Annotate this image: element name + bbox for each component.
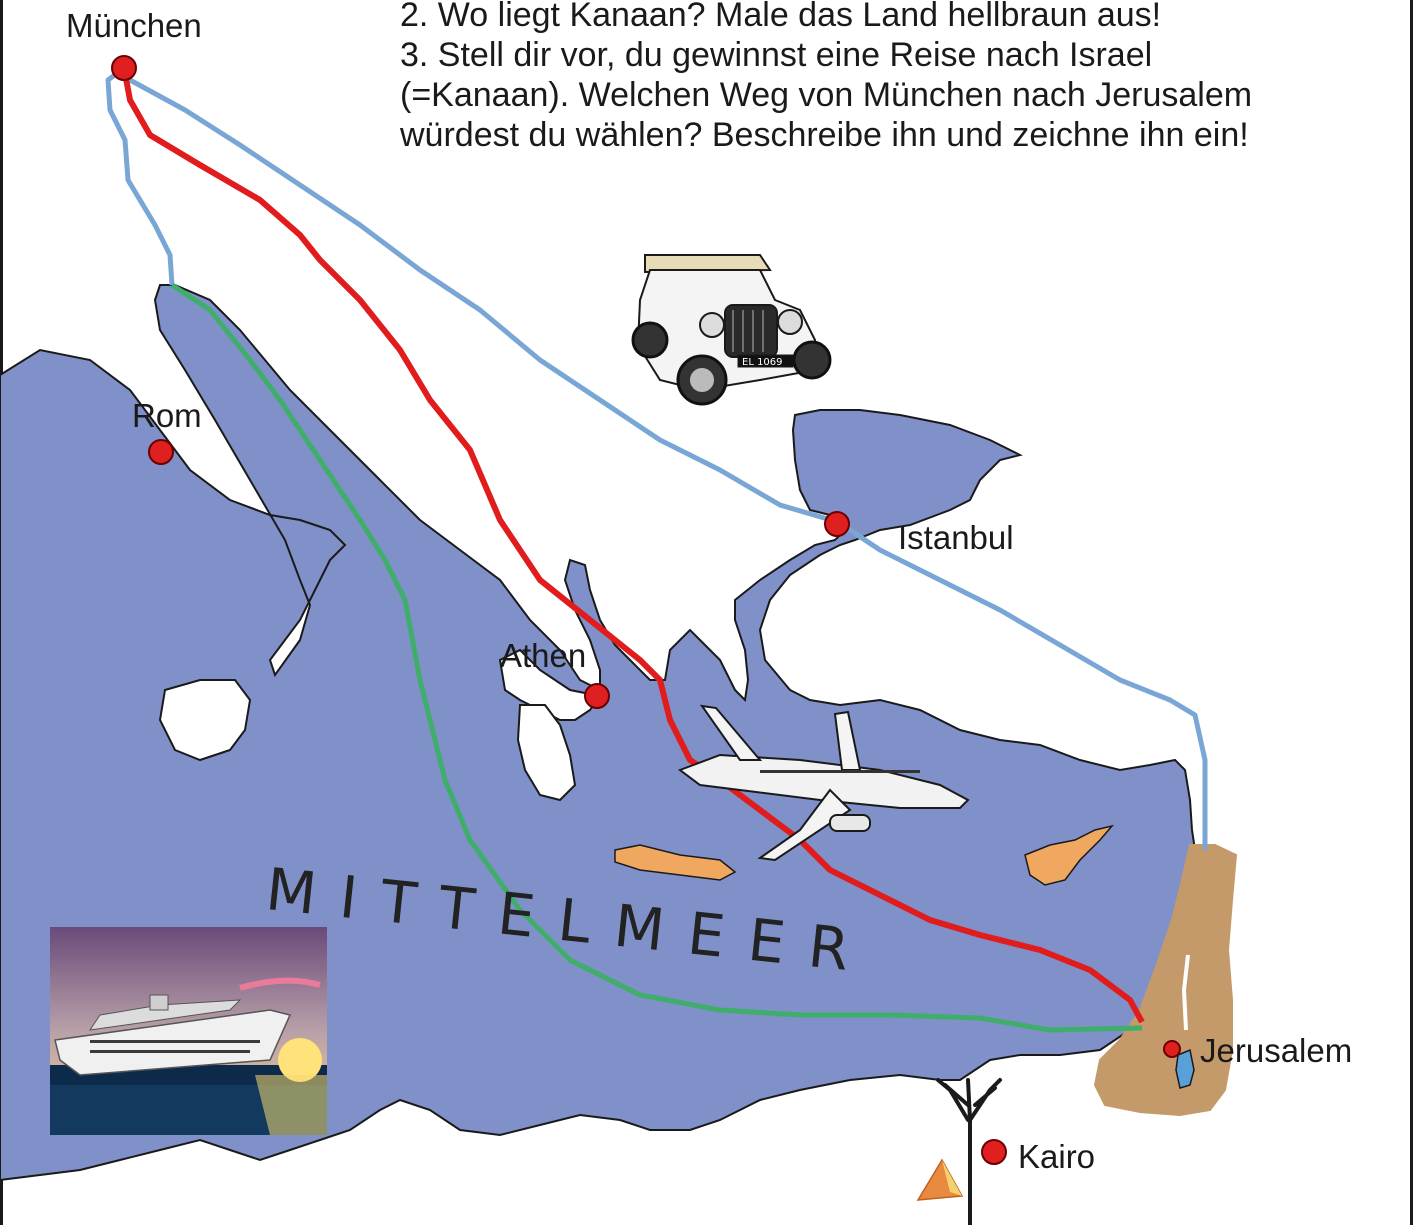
route-air-red: [121, 67, 1145, 1024]
city-label-muenchen: München: [66, 7, 202, 44]
task-text: 2. Wo liegt Kanaan? Male das Land hellbr…: [400, 0, 1252, 155]
pyramid-icon: [916, 1158, 964, 1201]
task-line-3c: würdest du wählen? Beschreibe ihn und ze…: [400, 116, 1249, 154]
jordan-river: [1181, 954, 1190, 1031]
car-plate-text: EL 1069: [742, 357, 783, 368]
airplane-icon: [677, 704, 970, 862]
city-label-athen: Athen: [500, 637, 587, 674]
vintage-car-icon: [631, 254, 832, 406]
city-dot-muenchen: [111, 55, 137, 81]
dead-sea: [1175, 1048, 1195, 1089]
cruise-ship-icon: [50, 927, 327, 1135]
route-road-blue-east: [128, 77, 1208, 850]
city-dot-rom: [148, 439, 174, 465]
city-label-kairo: Kairo: [1018, 1138, 1096, 1175]
city-dot-athen: [584, 683, 610, 709]
route-sea-green: [170, 282, 1143, 1033]
city-dot-jerusalem: [1163, 1040, 1181, 1058]
task-line-3b: (=Kanaan). Welchen Weg von München nach …: [400, 76, 1253, 114]
pyramid-shade: [942, 1160, 962, 1196]
city-dot-istanbul: [824, 511, 850, 537]
city-dot-kairo: [981, 1139, 1007, 1165]
crete-island: [614, 844, 737, 881]
city-label-rom: Rom: [132, 397, 202, 434]
peloponnese-peninsula: [516, 704, 577, 802]
kanaan-region: [1093, 844, 1238, 1117]
cyprus-island: [1024, 824, 1115, 886]
task-line-2: 2. Wo liegt Kanaan? Male das Land hellbr…: [400, 0, 1162, 34]
nile-river: [936, 1078, 1002, 1225]
sardinia-island: [158, 679, 252, 762]
city-label-istanbul: Istanbul: [898, 519, 1014, 556]
task-line-3a: 3. Stell dir vor, du gewinnst eine Reise…: [400, 36, 1153, 74]
frame-right-border: [1410, 0, 1413, 1225]
route-road-blue: [105, 66, 175, 286]
city-label-jerusalem: Jerusalem: [1200, 1032, 1353, 1069]
